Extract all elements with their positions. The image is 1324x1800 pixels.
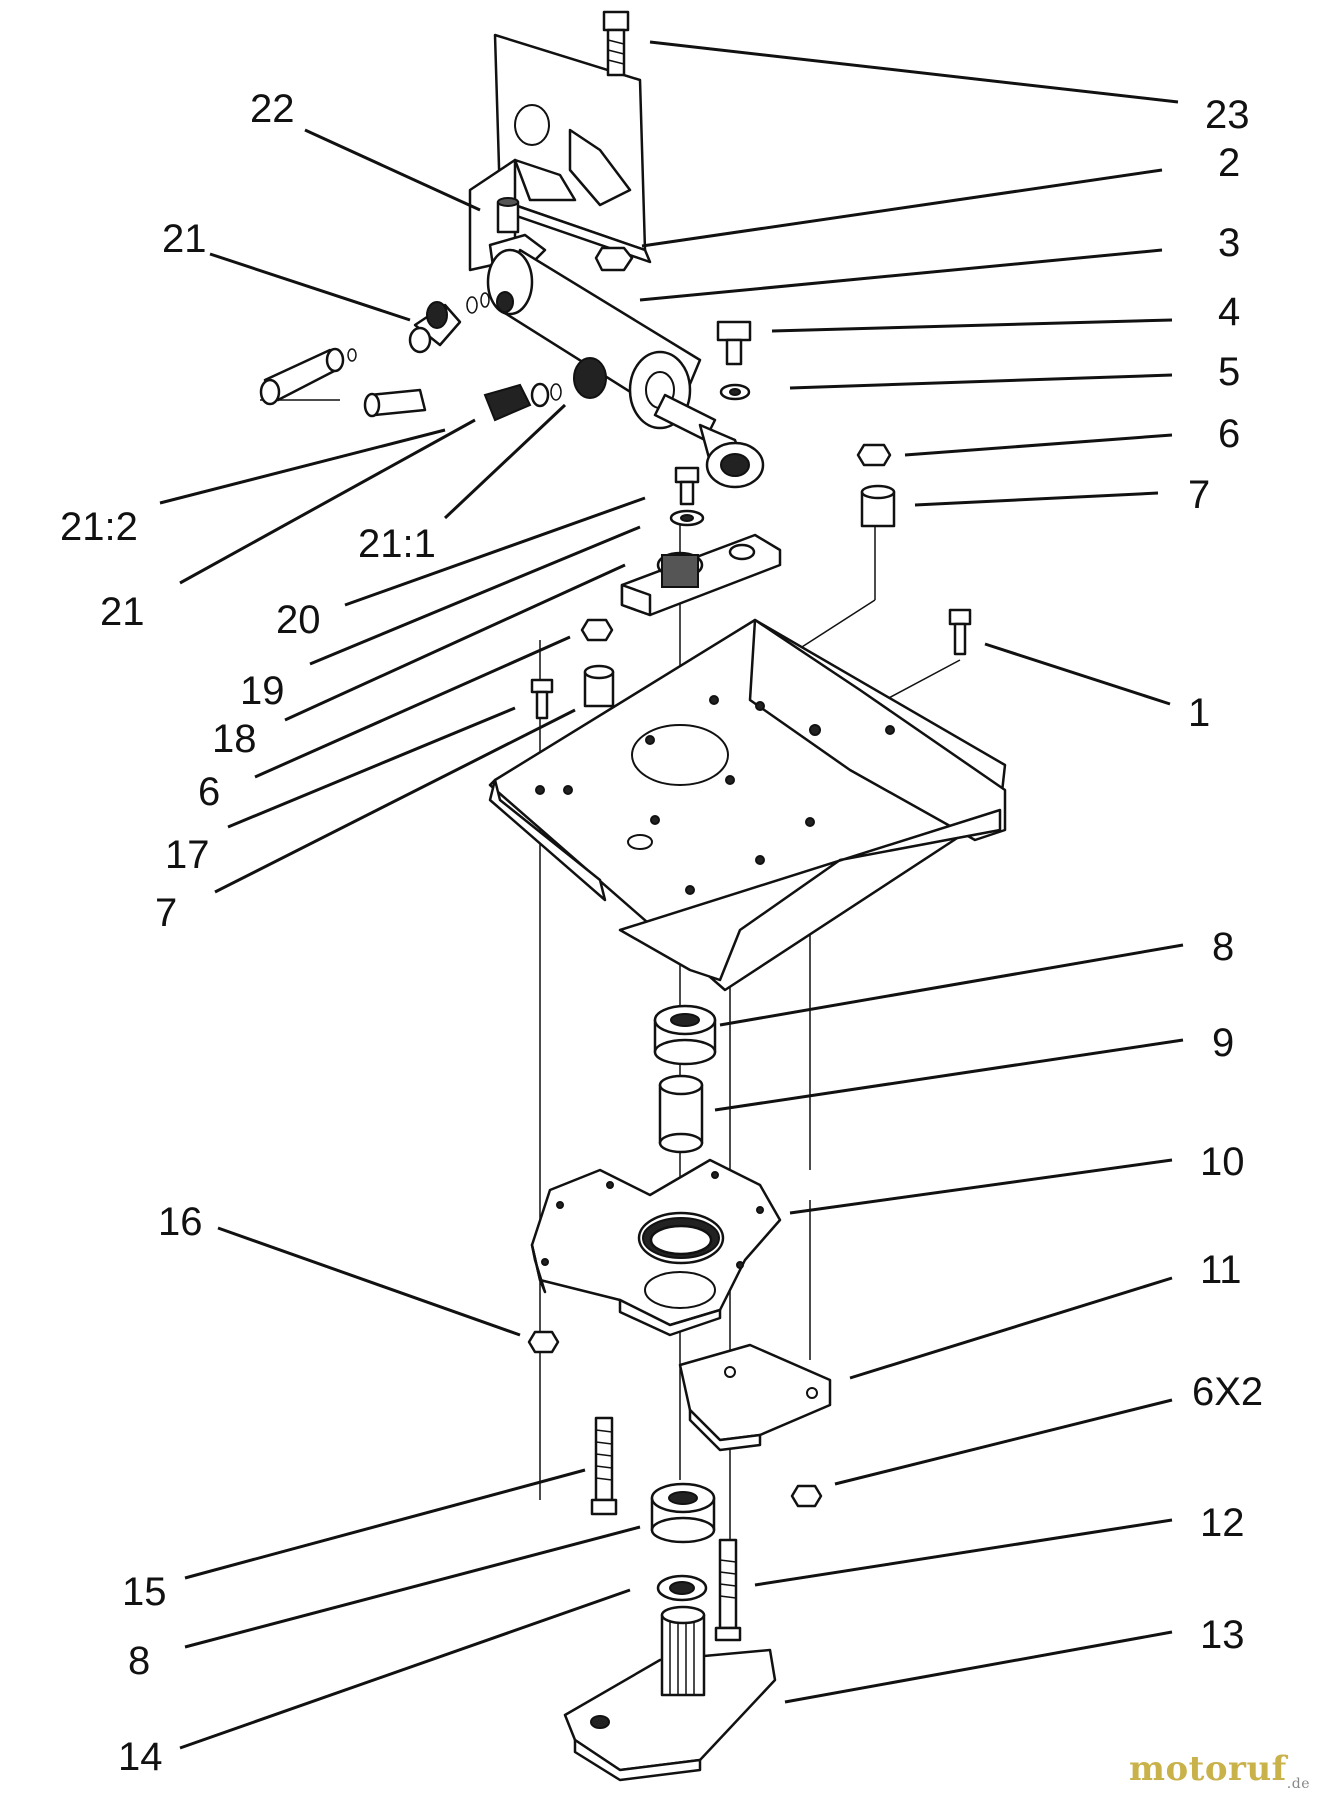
- callout-8-lower: 8: [128, 1639, 150, 1683]
- nut-16: [527, 1330, 560, 1354]
- washer-5: [719, 383, 751, 401]
- callout-labels: 23 2 3 4 5 6 7 1 8 9 10 11 6X2 12 13 22 …: [60, 87, 1263, 1779]
- callout-21-2: 21:2: [60, 505, 138, 549]
- bearing-8-lower: [650, 1482, 716, 1544]
- bolt-20: [674, 466, 700, 506]
- mounting-bracket: [468, 33, 652, 272]
- watermark-suffix: .de: [1286, 1776, 1310, 1792]
- callout-18: 18: [212, 717, 257, 761]
- callout-21-top: 21: [162, 217, 207, 261]
- callout-14: 14: [118, 1735, 163, 1779]
- callout-9: 9: [1212, 1021, 1234, 1065]
- callout-1: 1: [1188, 691, 1210, 735]
- bolt-17: [530, 678, 554, 720]
- callout-19: 19: [240, 669, 285, 713]
- bolt-1: [948, 608, 972, 656]
- washer-19: [669, 509, 705, 527]
- callout-15: 15: [122, 1570, 167, 1614]
- callout-22: 22: [250, 87, 295, 131]
- nut-6-left: [580, 618, 614, 642]
- callout-6: 6: [1218, 412, 1240, 456]
- callout-5: 5: [1218, 350, 1240, 394]
- spacer-9: [658, 1074, 704, 1154]
- watermark-brand: motoruf: [1129, 1749, 1287, 1790]
- caster-fork-13: [563, 1605, 777, 1782]
- callout-4: 4: [1218, 290, 1240, 334]
- callout-7-left: 7: [155, 891, 177, 935]
- leader-lines: [159, 40, 1184, 1750]
- callout-10: 10: [1200, 1140, 1245, 1184]
- washer-14: [656, 1574, 708, 1602]
- fitting-21-lower: [363, 382, 562, 422]
- bolt-12: [714, 1538, 742, 1642]
- bolt-15: [590, 1416, 618, 1516]
- callout-3: 3: [1218, 221, 1240, 265]
- nut-2: [594, 246, 634, 272]
- bolt-23: [602, 10, 630, 77]
- callout-21-bottom: 21: [100, 590, 145, 634]
- callout-7: 7: [1188, 473, 1210, 517]
- bracket-11: [678, 1343, 832, 1452]
- spacer-7-right: [860, 484, 896, 528]
- callout-21-1: 21:1: [358, 522, 436, 566]
- callout-13: 13: [1200, 1613, 1245, 1657]
- fitting-21-upper: [408, 292, 490, 354]
- rod-end-eye: [705, 441, 765, 489]
- pin-4: [716, 320, 752, 366]
- steering-arm-18: [620, 533, 782, 617]
- nut-6x2: [790, 1484, 823, 1508]
- spacer-22: [496, 197, 520, 234]
- callout-11: 11: [1200, 1248, 1242, 1292]
- caster-plate-10: [530, 1158, 782, 1337]
- callout-2: 2: [1218, 141, 1240, 185]
- watermark-logo: motoruf.de: [1129, 1749, 1310, 1792]
- callout-12: 12: [1200, 1501, 1245, 1545]
- callout-20: 20: [276, 598, 321, 642]
- hose-end-fitting: [259, 347, 357, 406]
- base-plate: [488, 618, 1007, 992]
- bearing-8-upper: [653, 1004, 717, 1066]
- callout-6x2: 6X2: [1192, 1370, 1263, 1414]
- callout-8: 8: [1212, 925, 1234, 969]
- spacer-7-left: [583, 664, 615, 708]
- callout-16: 16: [158, 1200, 203, 1244]
- callout-6-left: 6: [198, 770, 220, 814]
- callout-17: 17: [165, 833, 210, 877]
- nut-6-right: [856, 443, 892, 467]
- callout-23: 23: [1205, 93, 1250, 137]
